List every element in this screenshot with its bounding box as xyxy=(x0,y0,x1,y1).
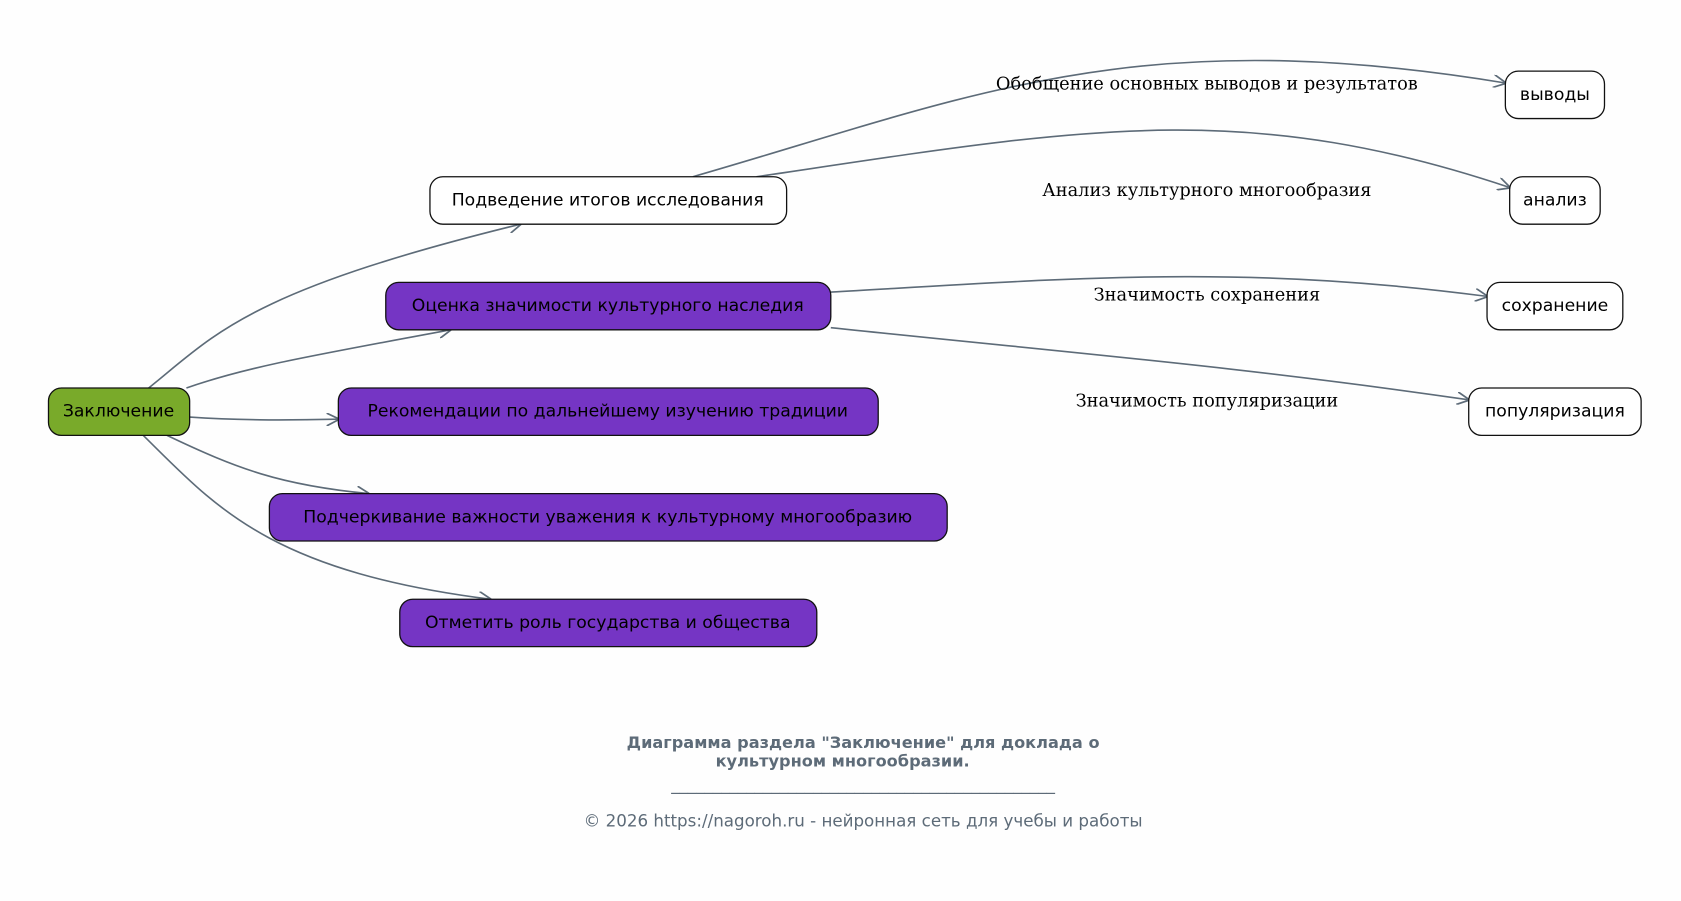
edge-assessment-preservation xyxy=(830,275,1487,297)
edge-root-summary xyxy=(148,224,521,389)
node-leaf[interactable]: выводы xyxy=(1504,70,1606,120)
edge-label: Обобщение основных выводов и результатов xyxy=(996,73,1418,94)
caption-title-line1: Диаграмма раздела "Заключение" для докла… xyxy=(627,733,1100,752)
edge-summary-analysis xyxy=(756,129,1509,187)
node-leaf[interactable]: сохранение xyxy=(1486,281,1624,331)
node-leaf[interactable]: анализ xyxy=(1509,176,1601,225)
node-label: Подведение итогов исследования xyxy=(452,190,764,210)
node-label: выводы xyxy=(1520,85,1590,105)
node-label: популяризация xyxy=(1485,402,1625,422)
node-branch[interactable]: Рекомендации по дальнейшему изучению тра… xyxy=(337,387,879,437)
node-branch[interactable]: Оценка значимости культурного наследия xyxy=(385,281,832,331)
footer-copyright: © 2026 https://nagoroh.ru - нейронная се… xyxy=(584,811,1143,831)
edge-label: Значимость популяризации xyxy=(1076,390,1339,411)
edge-labels: Обобщение основных выводов и результатов… xyxy=(996,73,1418,411)
node-branch[interactable]: Подчеркивание важности уважения к культу… xyxy=(268,492,948,542)
node-label: анализ xyxy=(1523,190,1587,210)
edge-root-recommendations xyxy=(189,417,339,420)
node-branch[interactable]: Отметить роль государства и общества xyxy=(399,598,818,648)
node-branch[interactable]: Подведение итогов исследования xyxy=(429,176,788,225)
node-label: Подчеркивание важности уважения к культу… xyxy=(303,507,912,527)
edge-summary-conclusions xyxy=(692,59,1505,178)
caption-title-line2: культурном многообразии. xyxy=(716,751,970,770)
edge-root-respect xyxy=(166,434,369,493)
edge-label: Значимость сохранения xyxy=(1094,285,1321,306)
caption-separator: ________________________________________… xyxy=(670,774,1055,795)
node-label: Заключение xyxy=(63,402,174,422)
edges xyxy=(142,59,1509,599)
edge-root-role xyxy=(142,434,490,599)
edge-root-assessment xyxy=(186,330,450,389)
edge-label: Анализ культурного многообразия xyxy=(1042,180,1371,201)
node-leaf[interactable]: популяризация xyxy=(1468,387,1642,437)
node-label: Рекомендации по дальнейшему изучению тра… xyxy=(367,402,848,422)
node-label: Отметить роль государства и общества xyxy=(425,613,791,633)
edge-assessment-popularization xyxy=(830,326,1469,400)
node-root[interactable]: Заключение xyxy=(47,387,191,437)
caption: Диаграмма раздела "Заключение" для докла… xyxy=(584,733,1143,831)
node-label: Оценка значимости культурного наследия xyxy=(412,296,804,316)
node-label: сохранение xyxy=(1502,296,1609,316)
